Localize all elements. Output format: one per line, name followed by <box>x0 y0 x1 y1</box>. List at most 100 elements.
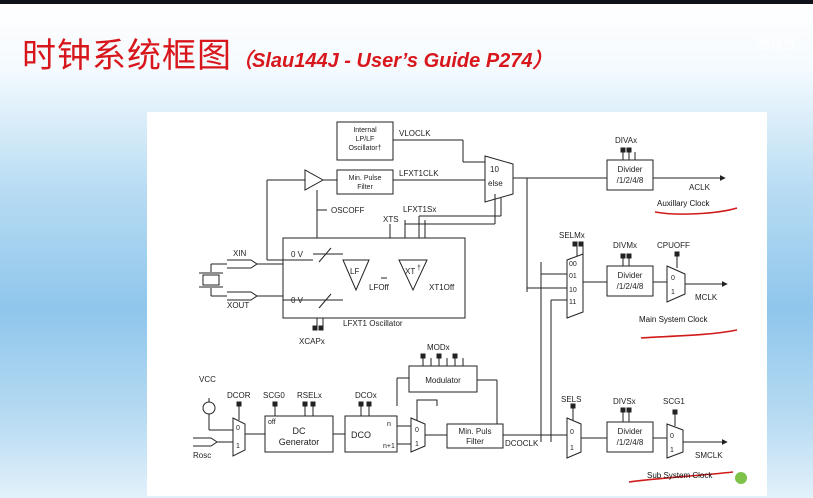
input-buffer-triangle <box>304 169 325 191</box>
selm-input-10: 10 <box>569 287 577 294</box>
divider-a-line2: /1/2/4/8 <box>617 176 644 185</box>
mux-10-label: 10 <box>490 165 499 174</box>
crystal-symbol <box>202 274 220 286</box>
divmx-label: DIVMx <box>613 241 637 250</box>
dco-box <box>344 415 398 453</box>
internal-oscillator-box <box>336 121 394 161</box>
dcoclk-label: DCOCLK <box>505 439 539 448</box>
sels-mux <box>566 417 582 459</box>
vcc-label: VCC <box>199 375 216 384</box>
divsx-label: DIVSx <box>613 397 636 406</box>
divider-m-box <box>606 265 654 297</box>
clock-system-block-diagram: Internal LP/LF Oscillator† VLOCLK Min. P… <box>193 121 747 484</box>
min-pulse-filter-2-box <box>446 423 504 449</box>
divider-s-line2: /1/2/4/8 <box>617 438 644 447</box>
xt-label: XT <box>405 267 415 276</box>
modulator-label: Modulator <box>425 376 461 385</box>
min-pulse-2-line1: Min. Puls <box>459 427 492 436</box>
xout-label: XOUT <box>227 301 249 310</box>
scg1-label: SCG1 <box>663 397 685 406</box>
sels-mux-0: 0 <box>570 429 574 436</box>
xt1off-label: XT1Off <box>429 283 455 292</box>
dco-mux-0: 0 <box>415 427 419 434</box>
slide-title-reference: （Slau144J - User’s Guide P274） <box>232 50 553 72</box>
underline-smclk <box>628 471 734 483</box>
oscoff-label: OSCOFF <box>331 206 364 215</box>
smclk-label: SMCLK <box>695 451 723 460</box>
lfxt1clk-label: LFXT1CLK <box>399 169 439 178</box>
scg1-gate-0: 0 <box>670 433 674 440</box>
lfxt1-oscillator-box <box>282 237 466 319</box>
aclk-source-mux <box>484 155 514 203</box>
xin-label: XIN <box>233 249 247 258</box>
min-pulse-1-line2: Filter <box>357 184 373 191</box>
cpuoff-label: CPUOFF <box>657 241 690 250</box>
xts-label: XTS <box>383 215 399 224</box>
scg1-gate <box>666 423 684 459</box>
modulator-box <box>408 365 478 393</box>
dc-generator-line1: DC <box>293 426 306 436</box>
mux-else-label: else <box>488 179 503 188</box>
cpuoff-gate <box>666 265 686 303</box>
min-pulse-filter-1-box <box>336 169 394 195</box>
clock-diagram-figure: Internal LP/LF Oscillator† VLOCLK Min. P… <box>147 112 767 496</box>
lfxt1-oscillator-label: LFXT1 Oscillator <box>343 319 403 328</box>
divider-s-line1: Divider <box>618 427 643 436</box>
current-source-symbol <box>202 401 216 415</box>
dco-box-label: DCO <box>351 430 371 440</box>
dcor-label: DCOR <box>227 391 251 400</box>
xt-dagger: † <box>417 265 421 272</box>
zero-volt-bottom: 0 V <box>291 296 304 305</box>
cpuoff-gate-1: 1 <box>671 289 675 296</box>
xcapx-label: XCAPx <box>299 337 325 346</box>
rselx-label: RSELx <box>297 391 322 400</box>
auxiliary-clock-label: Auxillary Clock <box>657 199 710 208</box>
scg1-gate-1: 1 <box>670 447 674 454</box>
pointer-dot <box>735 472 747 484</box>
dco-output-mux <box>410 417 426 453</box>
dcox-label: DCOx <box>355 391 377 400</box>
underline-mclk <box>640 329 738 339</box>
divider-m-line2: /1/2/4/8 <box>617 282 644 291</box>
selm-input-01: 01 <box>569 273 577 280</box>
min-pulse-2-line2: Filter <box>466 437 484 446</box>
dcor-mux-0: 0 <box>236 425 240 432</box>
divider-a-line1: Divider <box>618 165 643 174</box>
dco-n-plus-1-label: n+1 <box>383 443 395 450</box>
lf-amplifier-triangle <box>342 259 370 292</box>
rosc-label: Rosc <box>193 451 211 460</box>
main-system-clock-label: Main System Clock <box>639 315 708 324</box>
scg0-label: SCG0 <box>263 391 285 400</box>
xt-amplifier-triangle <box>398 259 428 292</box>
sub-system-clock-label: Sub System Clock <box>647 471 713 480</box>
dcor-mux-1: 1 <box>236 443 240 450</box>
window-top-bar <box>0 0 813 4</box>
dc-generator-box <box>264 415 334 453</box>
lf-label: LF <box>350 267 359 276</box>
dc-generator-line2: Generator <box>279 437 320 447</box>
lfxt1sx-label: LFXT1Sx <box>403 205 436 214</box>
underline-aclk <box>654 207 738 215</box>
sels-mux-1: 1 <box>570 445 574 452</box>
divax-label: DIVAx <box>615 136 637 145</box>
slide-title-chinese: 时钟系统框图 <box>22 36 232 76</box>
aclk-label: ACLK <box>689 183 711 192</box>
selm-mux <box>566 253 584 319</box>
lfoff-label: LFOff <box>369 283 390 292</box>
divider-s-box <box>606 421 654 453</box>
dco-mux-1: 1 <box>415 441 419 448</box>
min-pulse-1-line1: Min. Pulse <box>349 175 382 182</box>
selm-input-00: 00 <box>569 261 577 268</box>
internal-osc-line1: Internal <box>353 127 377 134</box>
dcor-mux <box>232 417 246 457</box>
selm-input-11: 11 <box>569 299 576 306</box>
internal-osc-line2: LP/LF <box>356 136 375 143</box>
modx-label: MODx <box>427 343 450 352</box>
vloclk-label: VLOCLK <box>399 129 431 138</box>
slide-title: 时钟系统框图（Slau144J - User’s Guide P274） <box>22 28 553 77</box>
divider-m-line1: Divider <box>618 271 643 280</box>
mclk-label: MCLK <box>695 293 718 302</box>
cpuoff-gate-0: 0 <box>671 275 675 282</box>
dc-off-label: off <box>268 419 276 426</box>
zero-volt-top: 0 V <box>291 250 304 259</box>
